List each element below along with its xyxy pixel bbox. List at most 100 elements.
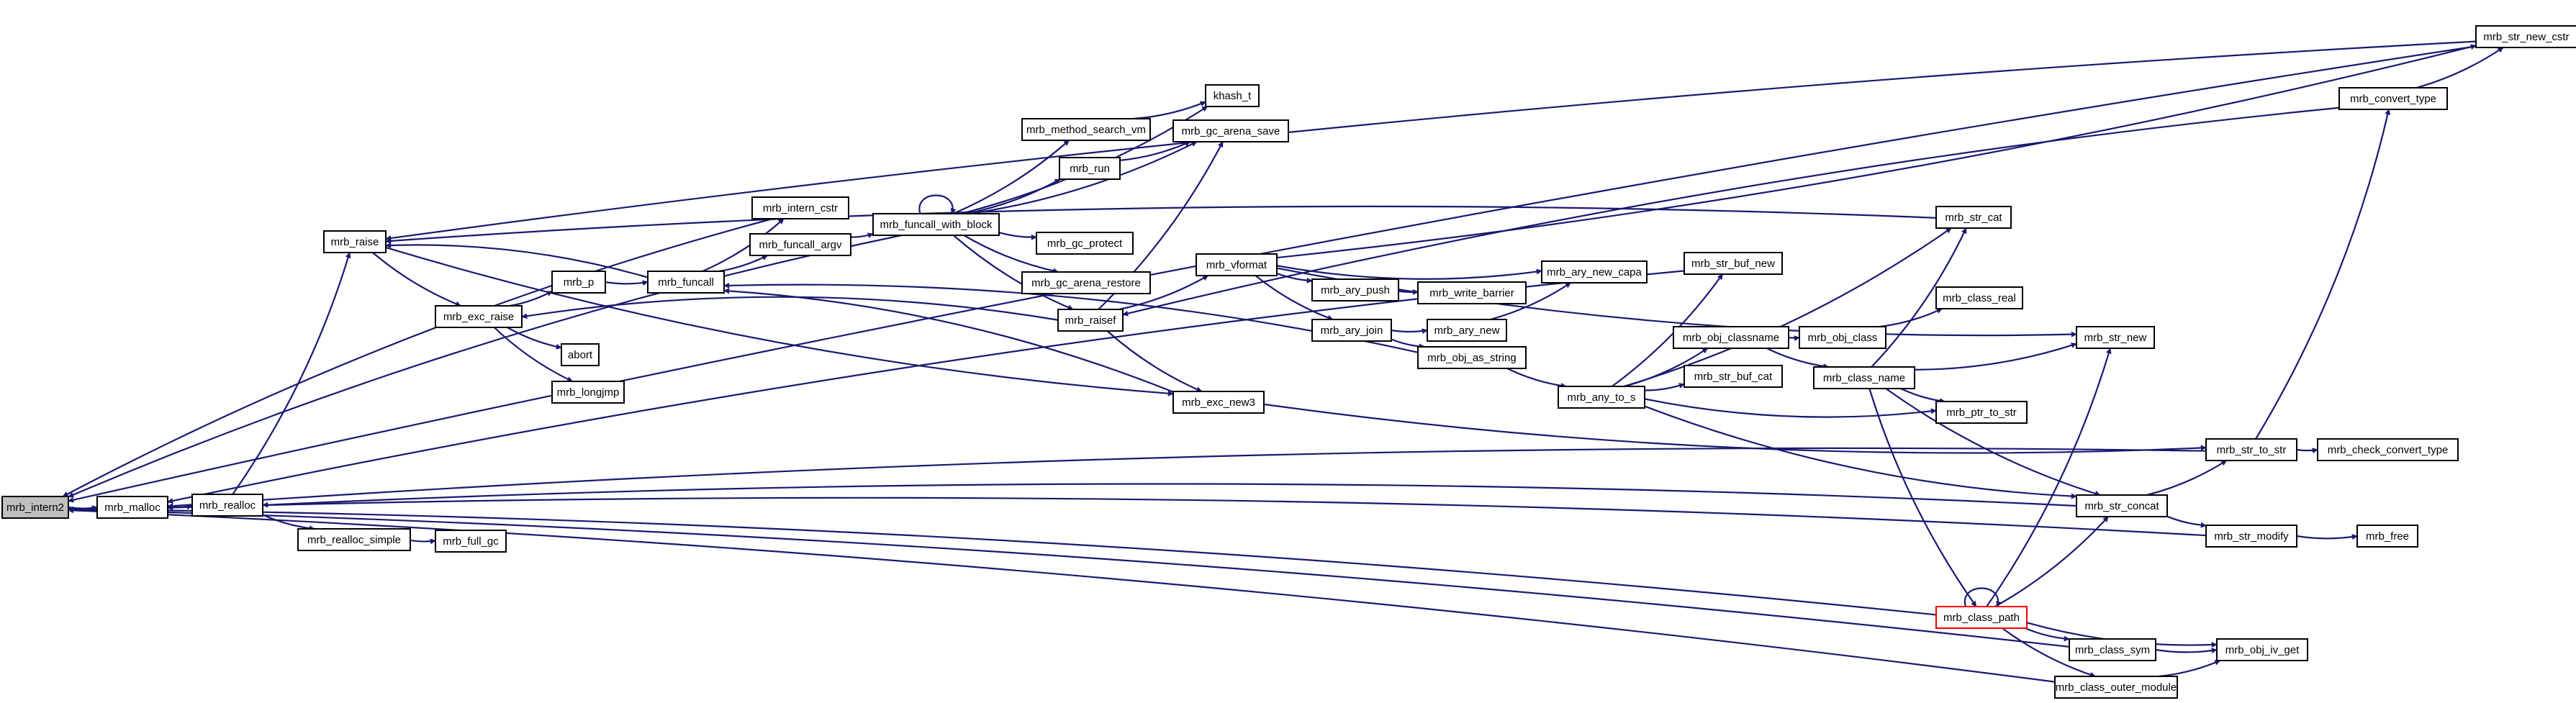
node-box [1684, 365, 1783, 388]
node-label: mrb_ary_join [1321, 325, 1383, 337]
node-mrb-raisef[interactable]: mrb_raisef [1057, 309, 1124, 332]
node-mrb-intern2[interactable]: mrb_intern2 [1, 496, 69, 519]
node-label: mrb_check_convert_type [2328, 444, 2449, 456]
node-label: mrb_full_gc [443, 535, 499, 548]
node-label: mrb_malloc [104, 502, 161, 514]
node-mrb-obj-class[interactable]: mrb_obj_class [1799, 326, 1886, 349]
node-box [551, 271, 606, 294]
node-mrb-write-barrier[interactable]: mrb_write_barrier [1417, 281, 1527, 304]
node-label: mrb_run [1070, 163, 1110, 175]
node-label: mrb_obj_class [1808, 332, 1878, 344]
edge-mrb-str-modify-to-mrb-free [2296, 534, 2358, 540]
node-mrb-class-name[interactable]: mrb_class_name [1813, 366, 1915, 389]
node-mrb-ary-new-capa[interactable]: mrb_ary_new_capa [1541, 260, 1648, 284]
edge-mrb-class-name-to-mrb-ptr-to-str [1900, 388, 1945, 404]
node-mrb-gc-arena-restore[interactable]: mrb_gc_arena_restore [1021, 271, 1151, 294]
node-mrb-ary-new[interactable]: mrb_ary_new [1427, 319, 1507, 342]
node-box [323, 230, 387, 253]
node-label: mrb_class_name [1823, 372, 1905, 384]
node-box [1021, 271, 1151, 294]
node-abort[interactable]: abort [561, 343, 600, 366]
node-mrb-exc-raise[interactable]: mrb_exc_raise [435, 305, 523, 328]
node-mrb-str-buf-cat[interactable]: mrb_str_buf_cat [1684, 365, 1783, 388]
node-mrb-str-new-cstr[interactable]: mrb_str_new_cstr [2475, 25, 2576, 48]
node-label: mrb_free [2366, 530, 2409, 543]
edge-mrb-raise-to-mrb-exc-raise [372, 252, 461, 307]
edge-mrb-exc-new3-to-mrb-str-to-str [1263, 403, 2207, 454]
node-box [96, 496, 168, 519]
node-mrb-intern-cstr[interactable]: mrb_intern_cstr [751, 196, 849, 219]
node-box [1205, 84, 1260, 107]
node-mrb-method-search-vm[interactable]: mrb_method_search_vm [1021, 118, 1151, 141]
node-label: mrb_str_buf_cat [1694, 371, 1773, 383]
node-mrb-exc-new3[interactable]: mrb_exc_new3 [1172, 391, 1265, 414]
node-label: mrb_ary_new_capa [1547, 266, 1642, 278]
node-mrb-class-path[interactable]: mrb_class_path [1935, 606, 2028, 629]
node-mrb-realloc-simple[interactable]: mrb_realloc_simple [297, 528, 411, 551]
edge-mrb-funcall-to-mrb-raise [385, 242, 648, 278]
edge-mrb-vformat-to-mrb-ary-push [1276, 272, 1313, 284]
node-mrb-ary-push[interactable]: mrb_ary_push [1311, 278, 1399, 301]
node-label: mrb_str_to_str [2217, 444, 2287, 456]
node-mrb-str-concat[interactable]: mrb_str_concat [2076, 494, 2168, 517]
node-mrb-raise[interactable]: mrb_raise [323, 230, 387, 253]
node-mrb-realloc[interactable]: mrb_realloc [191, 494, 263, 517]
edge-mrb-str-concat-to-mrb-realloc [262, 483, 2077, 508]
node-mrb-class-sym[interactable]: mrb_class_sym [2069, 638, 2156, 661]
node-mrb-str-cat[interactable]: mrb_str_cat [1935, 206, 2012, 229]
node-mrb-longjmp[interactable]: mrb_longjmp [551, 381, 625, 404]
node-mrb-str-new[interactable]: mrb_str_new [2076, 326, 2155, 349]
node-mrb-gc-protect[interactable]: mrb_gc_protect [1036, 232, 1134, 255]
node-mrb-gc-arena-save[interactable]: mrb_gc_arena_save [1172, 119, 1289, 142]
edge-mrb-str-to-str-to-mrb-convert-type [2255, 109, 2391, 440]
node-mrb-obj-as-string[interactable]: mrb_obj_as_string [1417, 346, 1527, 369]
node-mrb-ptr-to-str[interactable]: mrb_ptr_to_str [1935, 401, 2028, 424]
node-mrb-free[interactable]: mrb_free [2356, 525, 2418, 548]
node-mrb-obj-classname[interactable]: mrb_obj_classname [1673, 326, 1789, 349]
node-mrb-funcall[interactable]: mrb_funcall [647, 271, 725, 294]
node-label: mrb_str_modify [2214, 530, 2289, 543]
edge-mrb-funcall-to-mrb-intern-cstr [702, 218, 785, 273]
node-khash-t[interactable]: khash_t [1205, 84, 1260, 107]
edge-mrb-raisef-to-mrb-exc-new3 [1106, 330, 1203, 393]
node-label: mrb_realloc_simple [307, 534, 401, 546]
edge-mrb-str-concat-to-mrb-str-modify [2166, 515, 2207, 528]
node-mrb-class-real[interactable]: mrb_class_real [1935, 286, 2023, 309]
edge-mrb-obj-class-to-mrb-class-real [1879, 308, 1943, 328]
node-box [2205, 438, 2297, 461]
node-mrb-funcall-with-block[interactable]: mrb_funcall_with_block [872, 213, 1000, 236]
node-label: mrb_funcall_argv [759, 239, 842, 251]
nodes-layer: mrb_intern2 mrb_malloc mrb_realloc mrb_real… [1, 25, 2576, 699]
node-mrb-ary-join[interactable]: mrb_ary_join [1311, 319, 1392, 342]
node-label: mrb_obj_iv_get [2225, 644, 2300, 656]
node-mrb-vformat[interactable]: mrb_vformat [1196, 253, 1278, 276]
node-mrb-str-modify[interactable]: mrb_str_modify [2205, 525, 2297, 548]
edge-mrb-class-path-to-mrb-intern2 [68, 506, 1937, 616]
node-mrb-obj-iv-get[interactable]: mrb_obj_iv_get [2216, 638, 2308, 661]
node-mrb-class-outer-module[interactable]: mrb_class_outer_module [2054, 676, 2178, 699]
node-mrb-check-convert-type[interactable]: mrb_check_convert_type [2317, 438, 2459, 461]
node-label: mrb_gc_protect [1047, 237, 1123, 250]
edge-mrb-run-to-mrb-gc-arena-save [1119, 140, 1191, 161]
node-box [1417, 346, 1527, 369]
node-mrb-full-gc[interactable]: mrb_full_gc [435, 530, 507, 553]
node-label: mrb_obj_as_string [1427, 352, 1516, 364]
node-label: mrb_exc_raise [443, 311, 514, 323]
edge-mrb-any-to-s-to-mrb-str-buf-new [1612, 273, 1724, 387]
node-mrb-run[interactable]: mrb_run [1059, 157, 1121, 180]
node-box [2475, 25, 2576, 48]
node-box [1417, 281, 1527, 304]
node-mrb-funcall-argv[interactable]: mrb_funcall_argv [749, 233, 851, 256]
node-box [1196, 253, 1278, 276]
node-mrb-malloc[interactable]: mrb_malloc [96, 496, 168, 519]
node-mrb-str-buf-new[interactable]: mrb_str_buf_new [1684, 252, 1783, 275]
node-label: mrb_vformat [1206, 259, 1267, 271]
node-label: mrb_method_search_vm [1026, 124, 1146, 136]
node-mrb-convert-type[interactable]: mrb_convert_type [2338, 87, 2448, 110]
node-label: mrb_ary_new [1434, 325, 1500, 337]
node-mrb-p[interactable]: mrb_p [551, 271, 606, 294]
edge-mrb-ary-join-to-mrb-ary-new [1391, 328, 1428, 335]
node-mrb-any-to-s[interactable]: mrb_any_to_s [1558, 386, 1645, 409]
node-mrb-str-to-str[interactable]: mrb_str_to_str [2205, 438, 2297, 461]
edge-mrb-intern-cstr-to-mrb-intern2 [62, 217, 773, 497]
